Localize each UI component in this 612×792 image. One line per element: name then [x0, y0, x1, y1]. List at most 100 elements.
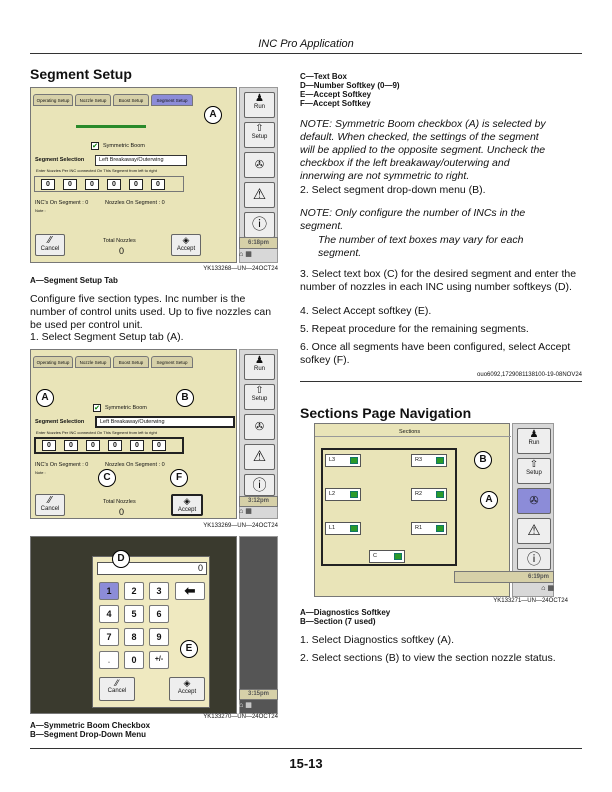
section-heading: Segment Setup — [30, 66, 132, 82]
alarm-softkey[interactable]: ⚠ — [244, 444, 275, 470]
run-softkey[interactable]: ♟Run — [517, 428, 551, 454]
nozzle-text-box[interactable]: 0 — [64, 440, 78, 451]
nozzle-text-box[interactable]: 0 — [41, 179, 55, 190]
alarm-softkey[interactable]: ⚠ — [517, 518, 551, 544]
nozzle-text-box[interactable]: 0 — [42, 440, 56, 451]
key-6[interactable]: 6 — [149, 605, 169, 623]
key-5[interactable]: 5 — [124, 605, 144, 623]
section-l3[interactable]: L3 — [325, 454, 361, 467]
home-icon[interactable]: ⌂ — [239, 702, 244, 709]
key-0[interactable]: 0 — [124, 651, 144, 669]
section-r3[interactable]: R3 — [411, 454, 447, 467]
cancel-softkey[interactable]: ⁄⁄Cancel — [35, 234, 65, 256]
diagnostics-softkey[interactable]: ✇ — [244, 152, 275, 178]
diagnostics-softkey[interactable]: ✇ — [244, 414, 275, 440]
grid-icon[interactable]: ▦ — [245, 508, 252, 515]
section-r2[interactable]: R2 — [411, 488, 447, 501]
status-indicator — [436, 457, 444, 464]
home-icon[interactable]: ⌂ — [239, 251, 244, 258]
note-label: Note : — [35, 208, 46, 213]
softkey-panel: ♟Run ⇧Setup ✇ ⚠ ⓘ — [239, 87, 278, 263]
grid-icon[interactable]: ▦ — [547, 585, 554, 592]
key-1[interactable]: 1 — [99, 582, 119, 600]
clock: 6:19pm — [454, 571, 554, 583]
section-c[interactable]: C — [369, 550, 405, 563]
callout-d: D — [112, 550, 130, 568]
key-7[interactable]: 7 — [99, 628, 119, 646]
tab-segment-setup[interactable]: Segment Setup — [151, 94, 193, 106]
tab-operating-setup[interactable]: Operating Setup — [33, 356, 73, 368]
total-nozzles-label: Total Nozzles — [103, 238, 136, 244]
tab-boost-setup[interactable]: Boost Setup — [113, 356, 149, 368]
key-9[interactable]: 9 — [149, 628, 169, 646]
section-l1[interactable]: L1 — [325, 522, 361, 535]
keypad-accept-softkey[interactable]: ◈Accept — [169, 677, 205, 701]
nozzle-text-box[interactable]: 0 — [152, 440, 166, 451]
nozzle-text-box[interactable]: 0 — [151, 179, 165, 190]
callout-e: E — [180, 640, 198, 658]
section-l2[interactable]: L2 — [325, 488, 361, 501]
symmetric-boom-checkbox[interactable]: ✔ — [93, 404, 101, 412]
accept-softkey[interactable]: ◈Accept — [171, 234, 201, 256]
legend-item: C—Text Box — [300, 72, 347, 81]
key-3[interactable]: 3 — [149, 582, 169, 600]
section-heading: Sections Page Navigation — [300, 405, 472, 421]
legend-item: D—Number Softkey (0—9) — [300, 81, 400, 90]
setup-icon: ⇧ — [529, 459, 539, 470]
figure-caption: A—Symmetric Boom Checkbox — [30, 721, 151, 730]
nozzle-text-box[interactable]: 0 — [130, 440, 144, 451]
grid-icon[interactable]: ▦ — [245, 251, 252, 258]
cancel-softkey[interactable]: ⁄⁄Cancel — [35, 494, 65, 516]
section-rule — [300, 381, 582, 382]
run-softkey[interactable]: ♟Run — [244, 92, 275, 118]
nozzle-text-box[interactable]: 0 — [108, 440, 122, 451]
info-softkey[interactable]: ⓘ — [517, 548, 551, 570]
home-icon[interactable]: ⌂ — [541, 585, 546, 592]
alarm-softkey[interactable]: ⚠ — [244, 182, 275, 208]
nozzle-text-box[interactable]: 0 — [85, 179, 99, 190]
setup-softkey[interactable]: ⇧Setup — [517, 458, 551, 484]
info-softkey[interactable]: ⓘ — [244, 474, 275, 496]
cancel-icon: ⁄⁄ — [48, 495, 52, 506]
run-label: Run — [528, 440, 540, 446]
run-label: Run — [253, 104, 265, 110]
nozzle-text-box[interactable]: 0 — [86, 440, 100, 451]
segment-dropdown[interactable]: Left Breakaway/Outerwing — [95, 416, 235, 428]
symmetric-boom-checkbox[interactable]: ✔ — [91, 142, 99, 150]
diagnostics-softkey[interactable]: ✇ — [517, 488, 551, 514]
nozzles-value: 0 — [161, 462, 165, 468]
key-4[interactable]: 4 — [99, 605, 119, 623]
nozzle-text-box[interactable]: 0 — [107, 179, 121, 190]
nozzles-on-segment: Nozzles On Segment : 0 — [105, 462, 165, 468]
home-icon[interactable]: ⌂ — [239, 508, 244, 515]
section-r1[interactable]: R1 — [411, 522, 447, 535]
nozzle-text-box[interactable]: 0 — [63, 179, 77, 190]
info-softkey[interactable]: ⓘ — [244, 212, 275, 238]
keypad-cancel-softkey[interactable]: ⁄⁄Cancel — [99, 677, 135, 701]
accept-label: Accept — [177, 507, 197, 513]
tab-nozzle-setup[interactable]: Nozzle Setup — [75, 94, 111, 106]
setup-softkey[interactable]: ⇧Setup — [244, 384, 275, 410]
key-plus-minus[interactable]: +/- — [149, 651, 169, 669]
run-label: Run — [253, 366, 265, 372]
nozzle-text-box[interactable]: 0 — [129, 179, 143, 190]
setup-softkey[interactable]: ⇧Setup — [244, 122, 275, 148]
tab-boost-setup[interactable]: Boost Setup — [113, 94, 149, 106]
grid-icon[interactable]: ▦ — [245, 702, 252, 709]
setup-icon: ⇧ — [255, 123, 264, 134]
figure-ref: YK133269—UN—24OCT24 — [203, 523, 278, 529]
key-8[interactable]: 8 — [124, 628, 144, 646]
cancel-label: Cancel — [40, 506, 60, 512]
backspace-key[interactable]: ⬅ — [175, 582, 205, 600]
key-2[interactable]: 2 — [124, 582, 144, 600]
total-nozzles-value: 0 — [119, 507, 125, 517]
tab-segment-setup[interactable]: Segment Setup — [151, 356, 193, 368]
diagnostics-icon: ✇ — [254, 421, 265, 433]
note-symmetric-boom: NOTE: Symmetric Boom checkbox (A) is sel… — [300, 118, 546, 182]
tab-operating-setup[interactable]: Operating Setup — [33, 94, 73, 106]
key-decimal[interactable]: . — [99, 651, 119, 669]
run-softkey[interactable]: ♟Run — [244, 354, 275, 380]
accept-softkey[interactable]: ◈Accept — [171, 494, 203, 516]
segment-dropdown[interactable]: Left Breakaway/Outerwing — [95, 155, 187, 166]
tab-nozzle-setup[interactable]: Nozzle Setup — [75, 356, 111, 368]
